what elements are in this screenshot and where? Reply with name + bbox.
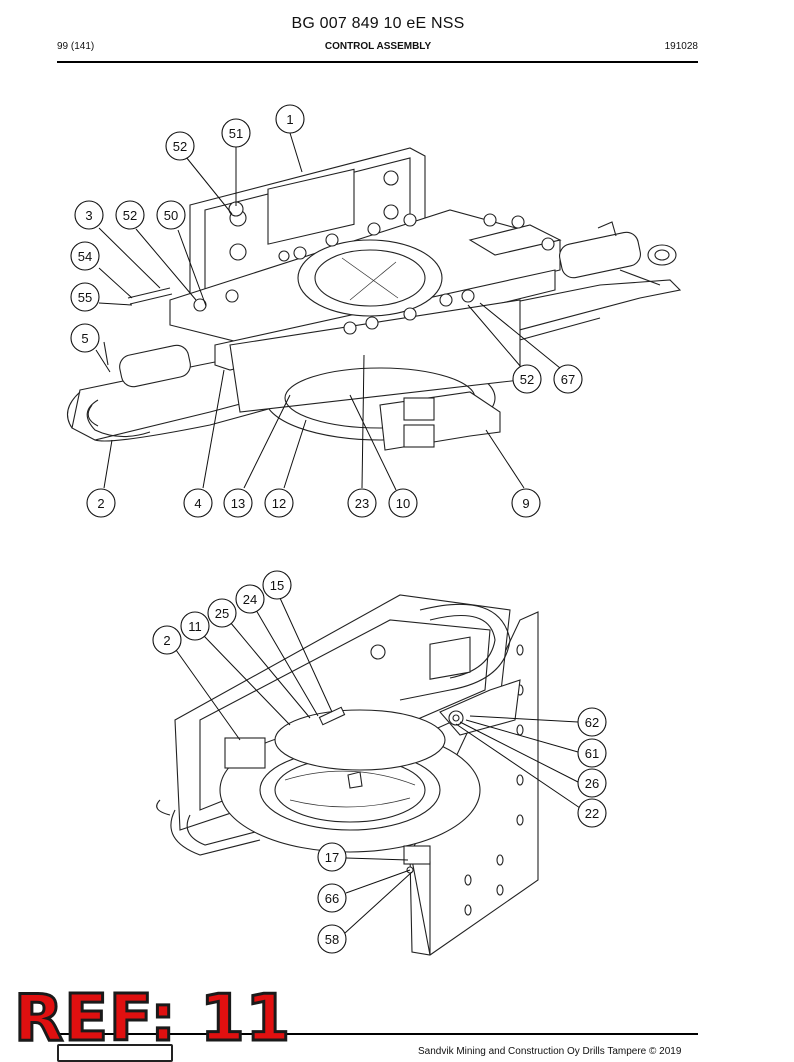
- bottom-callouts: 15 24 25 11 2 62 61 26 22 17 66 58: [152, 570, 607, 954]
- callout-52: 52: [165, 131, 195, 161]
- callout-1: 1: [275, 104, 305, 134]
- callout-10: 10: [388, 488, 418, 518]
- callout-13: 13: [223, 488, 253, 518]
- svg-text:58: 58: [325, 932, 339, 947]
- svg-text:51: 51: [229, 126, 243, 141]
- callout-12: 12: [264, 488, 294, 518]
- callout-55: 55: [70, 282, 100, 312]
- control-assembly-bottom-view: [156, 594, 539, 956]
- callout-54: 54: [70, 241, 100, 271]
- svg-text:1: 1: [286, 112, 293, 127]
- svg-text:61: 61: [585, 746, 599, 761]
- callout-4: 4: [183, 488, 213, 518]
- svg-text:17: 17: [325, 850, 339, 865]
- svg-text:23: 23: [355, 496, 369, 511]
- section-title: CONTROL ASSEMBLY: [324, 41, 432, 52]
- callout-58: 58: [317, 924, 347, 954]
- svg-text:2: 2: [163, 633, 170, 648]
- svg-text:5: 5: [81, 331, 88, 346]
- callout-67: 67: [553, 364, 583, 394]
- callout-23: 23: [347, 488, 377, 518]
- svg-text:11: 11: [188, 619, 202, 634]
- svg-text:54: 54: [78, 249, 92, 264]
- callout-52: 52: [512, 364, 542, 394]
- callout-11: 11: [180, 611, 210, 641]
- control-assembly-top-view: [66, 147, 682, 451]
- callout-5: 5: [70, 323, 100, 353]
- svg-text:50: 50: [164, 208, 178, 223]
- svg-text:24: 24: [243, 592, 257, 607]
- svg-text:67: 67: [561, 372, 575, 387]
- callout-22: 22: [577, 798, 607, 828]
- callout-9: 9: [511, 488, 541, 518]
- top-callouts: 1 51 52 3 52 50 54 55 5 52 67 2 4 13 12 …: [70, 104, 583, 518]
- callout-52: 52: [115, 200, 145, 230]
- callout-50: 50: [156, 200, 186, 230]
- top-leader-lines: [95, 132, 561, 491]
- callout-66: 66: [317, 883, 347, 913]
- callout-15: 15: [262, 570, 292, 600]
- svg-text:15: 15: [270, 578, 284, 593]
- footer-copyright: Sandvik Mining and Construction Oy Drill…: [418, 1046, 682, 1057]
- svg-text:62: 62: [585, 715, 599, 730]
- svg-text:25: 25: [215, 606, 229, 621]
- svg-text:13: 13: [231, 496, 245, 511]
- callout-2: 2: [152, 625, 182, 655]
- callout-2: 2: [86, 488, 116, 518]
- svg-text:9: 9: [522, 496, 529, 511]
- page-number: 99 (141): [57, 41, 95, 52]
- svg-text:10: 10: [396, 496, 410, 511]
- svg-text:26: 26: [585, 776, 599, 791]
- callout-51: 51: [221, 118, 251, 148]
- svg-text:2: 2: [97, 496, 104, 511]
- svg-text:66: 66: [325, 891, 339, 906]
- callout-25: 25: [207, 598, 237, 628]
- svg-text:52: 52: [173, 139, 187, 154]
- callout-24: 24: [235, 584, 265, 614]
- callout-61: 61: [577, 738, 607, 768]
- document-code: 191028: [664, 41, 698, 52]
- svg-text:4: 4: [194, 496, 201, 511]
- svg-text:3: 3: [85, 208, 92, 223]
- footer-rule: [57, 1033, 698, 1035]
- reference-stamp: REF: 11: [12, 981, 292, 1058]
- header-rule: [57, 61, 698, 63]
- bottom-leader-lines: [175, 597, 581, 934]
- svg-text:12: 12: [272, 496, 286, 511]
- svg-text:55: 55: [78, 290, 92, 305]
- callout-62: 62: [577, 707, 607, 737]
- svg-text:52: 52: [123, 208, 137, 223]
- svg-text:22: 22: [585, 806, 599, 821]
- callout-17: 17: [317, 842, 347, 872]
- callout-26: 26: [577, 768, 607, 798]
- callout-3: 3: [74, 200, 104, 230]
- document-title: BG 007 849 10 eE NSS: [291, 15, 465, 32]
- svg-text:52: 52: [520, 372, 534, 387]
